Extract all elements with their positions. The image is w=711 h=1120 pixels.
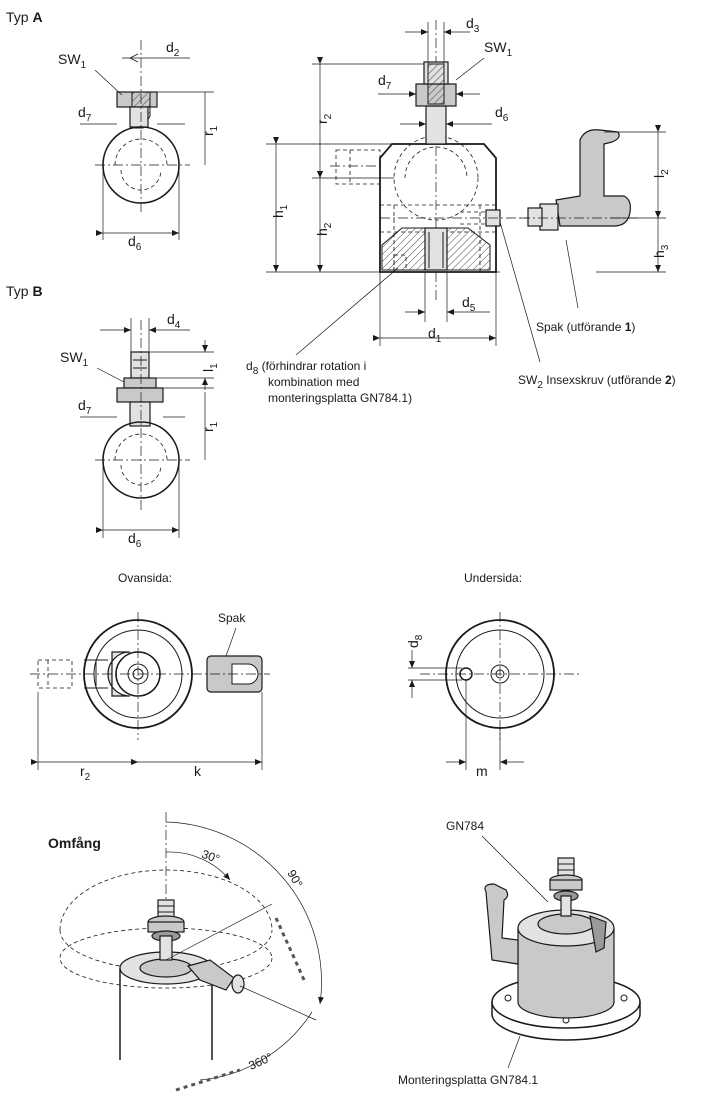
typ-a-view: Typ A d2 SW1 d7 r1 d6 xyxy=(6,9,220,253)
svg-text:SW1: SW1 xyxy=(58,51,87,71)
svg-text:r1: r1 xyxy=(200,125,220,136)
svg-text:d6: d6 xyxy=(128,233,142,253)
plate-label: Monteringsplatta GN784.1 xyxy=(398,1073,538,1087)
spak-label: Spak xyxy=(218,611,246,625)
svg-text:d7: d7 xyxy=(378,72,392,92)
svg-text:d1: d1 xyxy=(428,325,442,345)
typ-b-view: Typ B d4 SW1 l1 d7 r1 xyxy=(6,283,220,550)
svg-text:SW1: SW1 xyxy=(484,39,513,59)
svg-text:l2: l2 xyxy=(651,169,671,178)
svg-text:d8 (förhindrar rotation i: d8 (förhindrar rotation i xyxy=(246,359,366,377)
d8-annotation: d8 (förhindrar rotation i kombination me… xyxy=(246,267,412,405)
svg-text:30°: 30° xyxy=(200,847,222,866)
undersida-label: Undersida: xyxy=(464,571,522,585)
svg-text:r2: r2 xyxy=(314,113,334,124)
range-view: Omfång 30° 90° 360° xyxy=(48,812,324,1092)
svg-text:d5: d5 xyxy=(462,294,476,314)
svg-text:d7: d7 xyxy=(78,397,92,417)
svg-text:SW1: SW1 xyxy=(60,349,89,369)
svg-text:h3: h3 xyxy=(651,244,671,258)
svg-text:d6: d6 xyxy=(495,104,509,124)
svg-text:k: k xyxy=(194,763,202,779)
svg-text:l1: l1 xyxy=(200,363,220,372)
svg-text:d4: d4 xyxy=(167,311,181,331)
svg-text:h1: h1 xyxy=(270,204,290,218)
svg-text:r2: r2 xyxy=(80,763,91,783)
sw2-annotation: SW2 Insexskruv (utförande 2) xyxy=(499,221,676,391)
svg-text:kombination med: kombination med xyxy=(268,375,359,389)
typ-b-label: Typ B xyxy=(6,283,43,299)
svg-text:m: m xyxy=(476,763,488,779)
svg-text:d8: d8 xyxy=(405,634,425,648)
ovansida-label: Ovansida: xyxy=(118,571,172,585)
svg-text:d3: d3 xyxy=(466,15,480,35)
svg-text:r1: r1 xyxy=(200,421,220,432)
svg-text:d2: d2 xyxy=(166,39,180,59)
svg-text:d6: d6 xyxy=(128,530,142,550)
svg-text:monteringsplatta GN784.1): monteringsplatta GN784.1) xyxy=(268,391,412,405)
svg-text:SW2 Insexskruv (utförande 2): SW2 Insexskruv (utförande 2) xyxy=(518,373,676,391)
svg-text:360°: 360° xyxy=(246,1050,275,1073)
svg-text:90°: 90° xyxy=(284,867,305,890)
undersida-view: Undersida: d8 m xyxy=(405,571,580,779)
typ-a-label: Typ A xyxy=(6,9,43,25)
range-title: Omfång xyxy=(48,835,101,851)
gn784-label: GN784 xyxy=(446,819,484,833)
ovansida-view: Ovansida: Spak r2 k xyxy=(30,571,270,783)
assembly-view: GN784 Monteringsplatta GN784.1 xyxy=(398,819,641,1087)
main-section-view: d3 SW1 d7 d6 r2 h2 h1 d5 d1 xyxy=(266,15,540,346)
spak-annotation: Spak (utförande 1) xyxy=(536,320,635,334)
svg-text:h2: h2 xyxy=(314,222,334,236)
spak-detail: l2 h3 Spak (utförande 1) xyxy=(520,125,671,334)
svg-text:d7: d7 xyxy=(78,104,92,124)
